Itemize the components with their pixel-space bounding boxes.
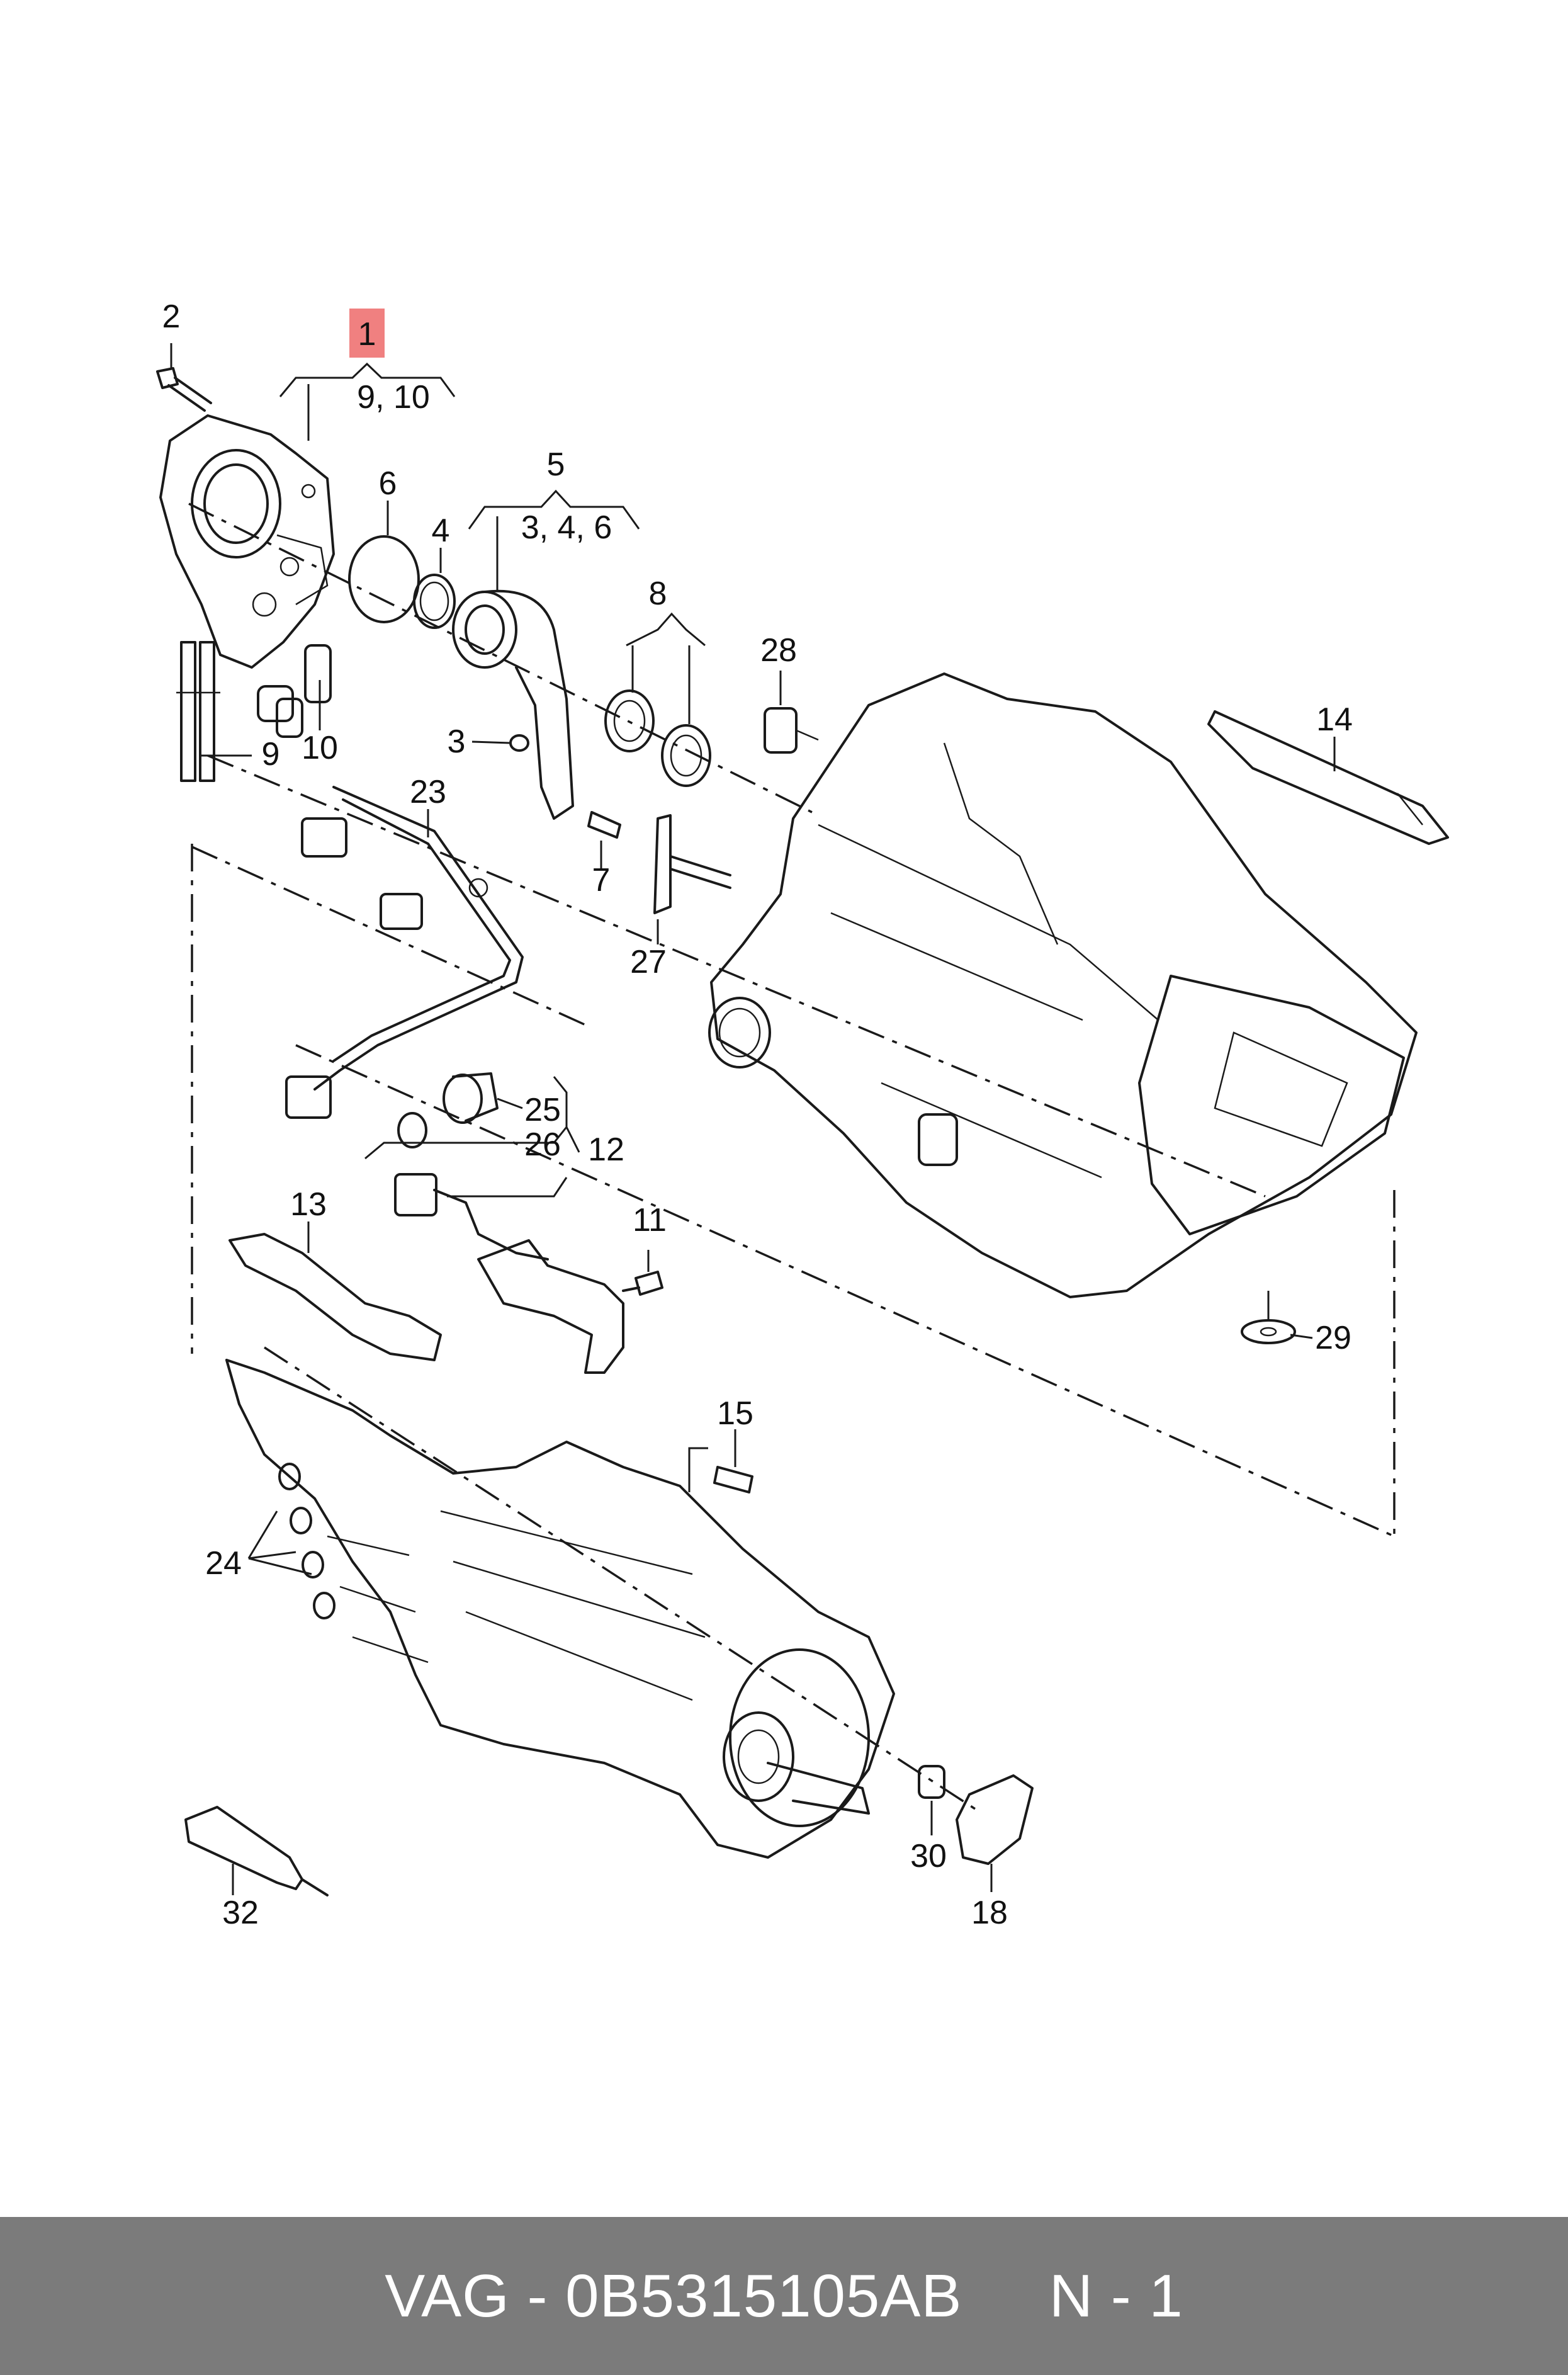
callout-13: 13 <box>290 1186 327 1223</box>
callout-5-group: 3, 4, 6 <box>521 509 612 546</box>
callout-8: 8 <box>649 575 667 612</box>
callout-27: 29 <box>1315 1320 1351 1356</box>
part-5-seal <box>452 589 574 820</box>
part-number-caption: VAG - 0B5315105AB N - 1 <box>385 2262 1183 2330</box>
callout-28: 30 <box>910 1838 947 1874</box>
part-30-breather <box>764 707 819 754</box>
assembly-boundary <box>191 844 1396 1539</box>
callout-14: 14 <box>1316 701 1353 738</box>
pump-axis <box>188 502 813 813</box>
callout-5: 5 <box>547 446 565 483</box>
part-12-sensor <box>394 1173 549 1261</box>
callout-25: 25 <box>524 1092 561 1128</box>
part-25-sleeve <box>443 1072 499 1124</box>
callout-26: 26 <box>524 1126 561 1163</box>
part-32-sealant-tube <box>184 1806 329 1896</box>
callout-4: 4 <box>432 513 450 549</box>
transmission-case-lower <box>225 1359 895 1859</box>
parts-diagram: 2 1 9, 10 6 4 5 3, 4, 6 3 7 8 28 27 14 2… <box>156 298 1449 1931</box>
part-11-bolt <box>622 1271 663 1296</box>
callout-15: 15 <box>717 1395 753 1432</box>
footer-bar: VAG - 0B5315105AB N - 1 <box>0 2217 1568 2375</box>
part-23-harness <box>285 786 524 1119</box>
callout-1-highlight <box>349 309 385 358</box>
part-13-bracket <box>228 1233 442 1361</box>
transmission-case-main <box>708 672 1418 1298</box>
part-14-bracket <box>1207 710 1449 845</box>
callout-30: 28 <box>760 632 797 669</box>
part-12-bracket <box>477 1239 624 1374</box>
part-4-ring <box>413 574 456 629</box>
part-1-housing <box>159 414 335 669</box>
part-27-washer-hole <box>1260 1327 1277 1337</box>
part-27-washer <box>1241 1319 1296 1344</box>
callout-24: 24 <box>205 1545 242 1582</box>
callout-11: 11 <box>633 1202 667 1239</box>
callout-6: 6 <box>379 465 397 502</box>
bottom-axis <box>264 1346 983 1815</box>
callout-7: 7 <box>592 862 611 898</box>
part-29-lever <box>653 814 731 914</box>
callout-10: 10 <box>302 730 338 766</box>
callout-1: 1 <box>358 316 376 353</box>
callout-23: 23 <box>410 774 446 810</box>
part-18-cover <box>956 1774 1034 1865</box>
input-shaft-axis <box>207 754 1266 1198</box>
callout-12: 12 <box>588 1131 624 1168</box>
callout-32: 32 <box>222 1895 259 1931</box>
part-2-bolt <box>156 367 212 412</box>
part-8-seals <box>604 689 711 787</box>
callout-1-group: 9, 10 <box>357 379 430 416</box>
part-7-bolt <box>587 811 621 839</box>
leader-lines <box>170 343 1336 1895</box>
part-9-pins <box>176 641 220 782</box>
part-10-fittings <box>257 644 332 738</box>
part-6-o-ring <box>348 535 420 623</box>
callout-2: 2 <box>162 298 181 335</box>
callout-29: 27 <box>630 944 667 980</box>
part-15-bolt <box>713 1466 753 1494</box>
part-3-ring <box>509 734 529 752</box>
callout-18: 18 <box>971 1895 1008 1931</box>
callout-3: 3 <box>448 723 466 760</box>
part-26-ring <box>397 1112 427 1148</box>
part-24-seals <box>278 1463 336 1619</box>
part-28-plug <box>918 1765 945 1799</box>
callout-9: 9 <box>262 736 280 773</box>
